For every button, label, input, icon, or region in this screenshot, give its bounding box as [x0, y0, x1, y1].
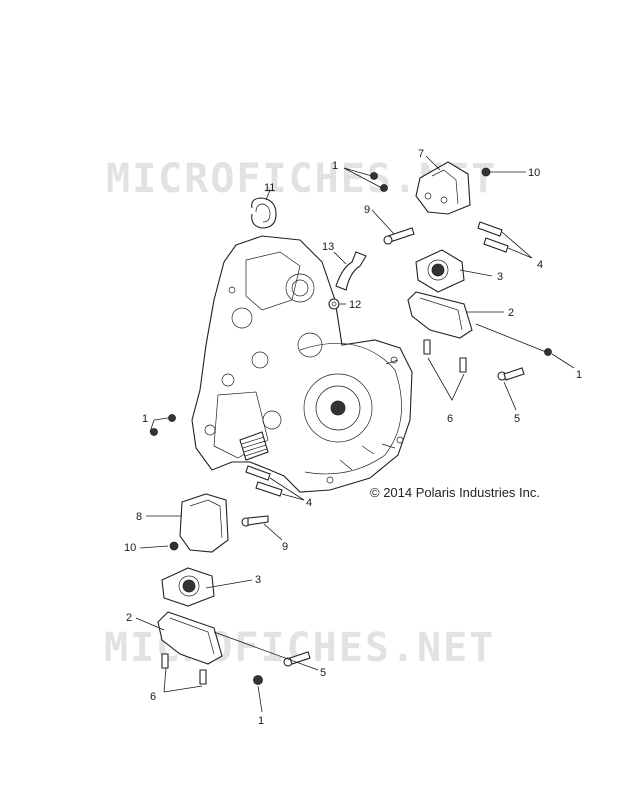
- part-4-bolts-upper: [477, 221, 509, 253]
- callout-11: 11: [264, 182, 275, 194]
- part-2-bracket-lower: [157, 611, 223, 665]
- part-10-nut-upper: [481, 167, 491, 177]
- callout-2-bottom: 2: [126, 612, 132, 624]
- part-1-nuts-upper: [370, 172, 552, 356]
- callout-2-top: 2: [508, 307, 514, 319]
- part-4-bolts-lower: [245, 465, 283, 497]
- part-7-upper-mount-bracket: [415, 161, 471, 215]
- part-10-nut-lower: [169, 541, 179, 551]
- part-3-isolator-lower: [161, 567, 215, 607]
- callout-1-right: 1: [576, 369, 582, 381]
- callout-6-top: 6: [447, 413, 453, 425]
- callout-13: 13: [322, 241, 334, 253]
- transmission-housing: [191, 235, 413, 493]
- callout-7: 7: [418, 148, 424, 160]
- copyright-notice: © 2014 Polaris Industries Inc.: [370, 485, 540, 500]
- part-6-bolts-lower: [161, 653, 207, 685]
- part-9-bolt-upper: [383, 227, 415, 245]
- part-3-isolator-upper: [415, 249, 465, 293]
- callout-4-top: 4: [537, 259, 543, 271]
- part-12-clamp: [328, 298, 340, 310]
- callout-3-bottom: 3: [255, 574, 261, 586]
- callout-1-top: 1: [332, 160, 338, 172]
- callout-8: 8: [136, 511, 142, 523]
- part-2-bracket-upper: [407, 291, 473, 339]
- part-11-hose-clamp: [251, 197, 277, 229]
- part-5-bolt-upper: [497, 367, 525, 381]
- part-8-lower-mount-bracket: [179, 493, 229, 553]
- callout-10-bottom: 10: [124, 542, 136, 554]
- callout-5-bottom: 5: [320, 667, 326, 679]
- part-6-bolts-upper: [423, 339, 467, 373]
- callout-9-bottom: 9: [282, 541, 288, 553]
- part-9-bolt-lower: [241, 515, 269, 527]
- callouts: 1 7 10 11 9 13 4 3 12 2 1 6 5 1 4 8 9 10…: [124, 148, 582, 727]
- callout-3-top: 3: [497, 271, 503, 283]
- callout-6-bottom: 6: [150, 691, 156, 703]
- part-1-nuts-left: [150, 414, 176, 436]
- callout-9-top: 9: [364, 204, 370, 216]
- part-13-hose: [335, 251, 367, 291]
- callout-4-bottom: 4: [306, 497, 312, 509]
- leader-lines: [135, 155, 575, 713]
- callout-1-left: 1: [142, 413, 148, 425]
- part-1-nut-lower: [253, 675, 263, 685]
- callout-1-bottom: 1: [258, 715, 264, 727]
- callout-10-top: 10: [528, 167, 540, 179]
- callout-5-top: 5: [514, 413, 520, 425]
- callout-12: 12: [349, 299, 361, 311]
